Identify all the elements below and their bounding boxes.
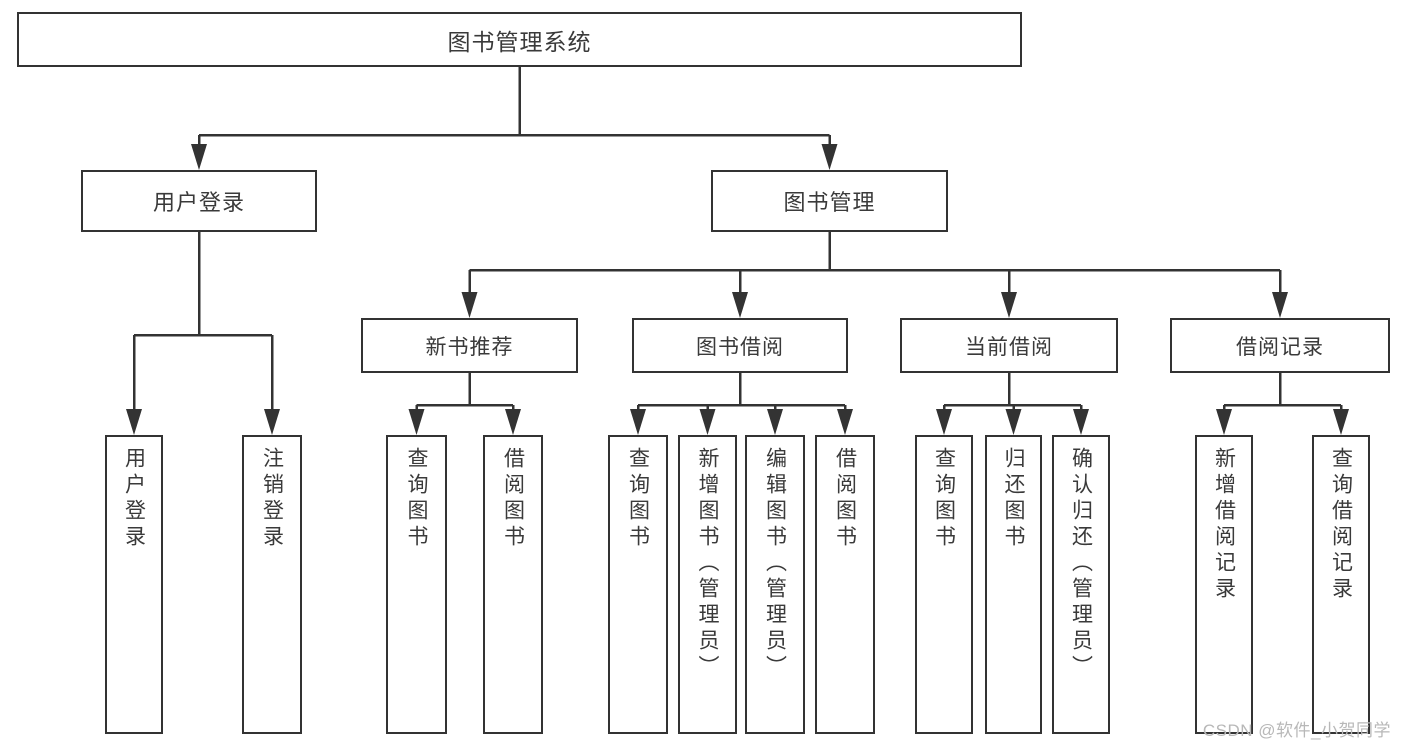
node-leaf-edit-book[interactable]: 编辑图书（管理员）	[745, 435, 805, 734]
node-leaf-query-book-1[interactable]: 查询图书	[386, 435, 447, 734]
node-leaf-user-login-label: 用户登录	[122, 447, 146, 551]
node-borrow-record-label: 借阅记录	[1236, 335, 1324, 359]
csdn-watermark: CSDN @软件_小贺同学	[1202, 721, 1391, 740]
node-leaf-borrow-book-1[interactable]: 借阅图书	[483, 435, 543, 734]
node-leaf-add-record-label: 新增借阅记录	[1212, 447, 1236, 603]
node-leaf-query-book-2[interactable]: 查询图书	[608, 435, 668, 734]
node-current-borrow-label: 当前借阅	[965, 335, 1053, 359]
node-user-login-label: 用户登录	[152, 190, 245, 215]
node-new-book-recommend-label: 新书推荐	[425, 335, 514, 359]
node-leaf-logout[interactable]: 注销登录	[242, 435, 302, 734]
node-leaf-edit-book-label: 编辑图书（管理员）	[763, 447, 787, 681]
node-book-manage-label: 图书管理	[783, 190, 876, 215]
node-leaf-query-book-2-label: 查询图书	[626, 447, 650, 551]
node-borrow-record[interactable]: 借阅记录	[1170, 318, 1390, 373]
node-current-borrow[interactable]: 当前借阅	[900, 318, 1118, 373]
node-leaf-query-record[interactable]: 查询借阅记录	[1312, 435, 1370, 734]
node-new-book-recommend[interactable]: 新书推荐	[361, 318, 578, 373]
node-book-borrow-label: 图书借阅	[696, 335, 784, 359]
node-leaf-query-record-label: 查询借阅记录	[1329, 447, 1353, 603]
node-leaf-logout-label: 注销登录	[260, 447, 284, 551]
node-leaf-query-book-3[interactable]: 查询图书	[915, 435, 973, 734]
node-leaf-add-book-label: 新增图书（管理员）	[696, 447, 719, 681]
node-leaf-query-book-1-label: 查询图书	[405, 447, 428, 551]
node-leaf-add-record[interactable]: 新增借阅记录	[1195, 435, 1253, 734]
node-leaf-query-book-3-label: 查询图书	[932, 447, 956, 551]
node-leaf-return-book-label: 归还图书	[1002, 447, 1025, 551]
node-leaf-borrow-book-2[interactable]: 借阅图书	[815, 435, 875, 734]
node-root-label: 图书管理系统	[447, 28, 592, 55]
node-leaf-add-book[interactable]: 新增图书（管理员）	[678, 435, 737, 734]
node-leaf-return-book[interactable]: 归还图书	[985, 435, 1042, 734]
node-leaf-confirm-return[interactable]: 确认归还（管理员）	[1052, 435, 1110, 734]
node-leaf-borrow-book-2-label: 借阅图书	[833, 447, 857, 551]
node-book-manage[interactable]: 图书管理	[711, 170, 948, 232]
node-user-login[interactable]: 用户登录	[81, 170, 317, 232]
node-leaf-user-login[interactable]: 用户登录	[105, 435, 163, 734]
node-leaf-confirm-return-label: 确认归还（管理员）	[1069, 447, 1093, 681]
node-leaf-borrow-book-1-label: 借阅图书	[501, 447, 525, 551]
node-book-borrow[interactable]: 图书借阅	[632, 318, 848, 373]
node-root[interactable]: 图书管理系统	[17, 12, 1022, 67]
